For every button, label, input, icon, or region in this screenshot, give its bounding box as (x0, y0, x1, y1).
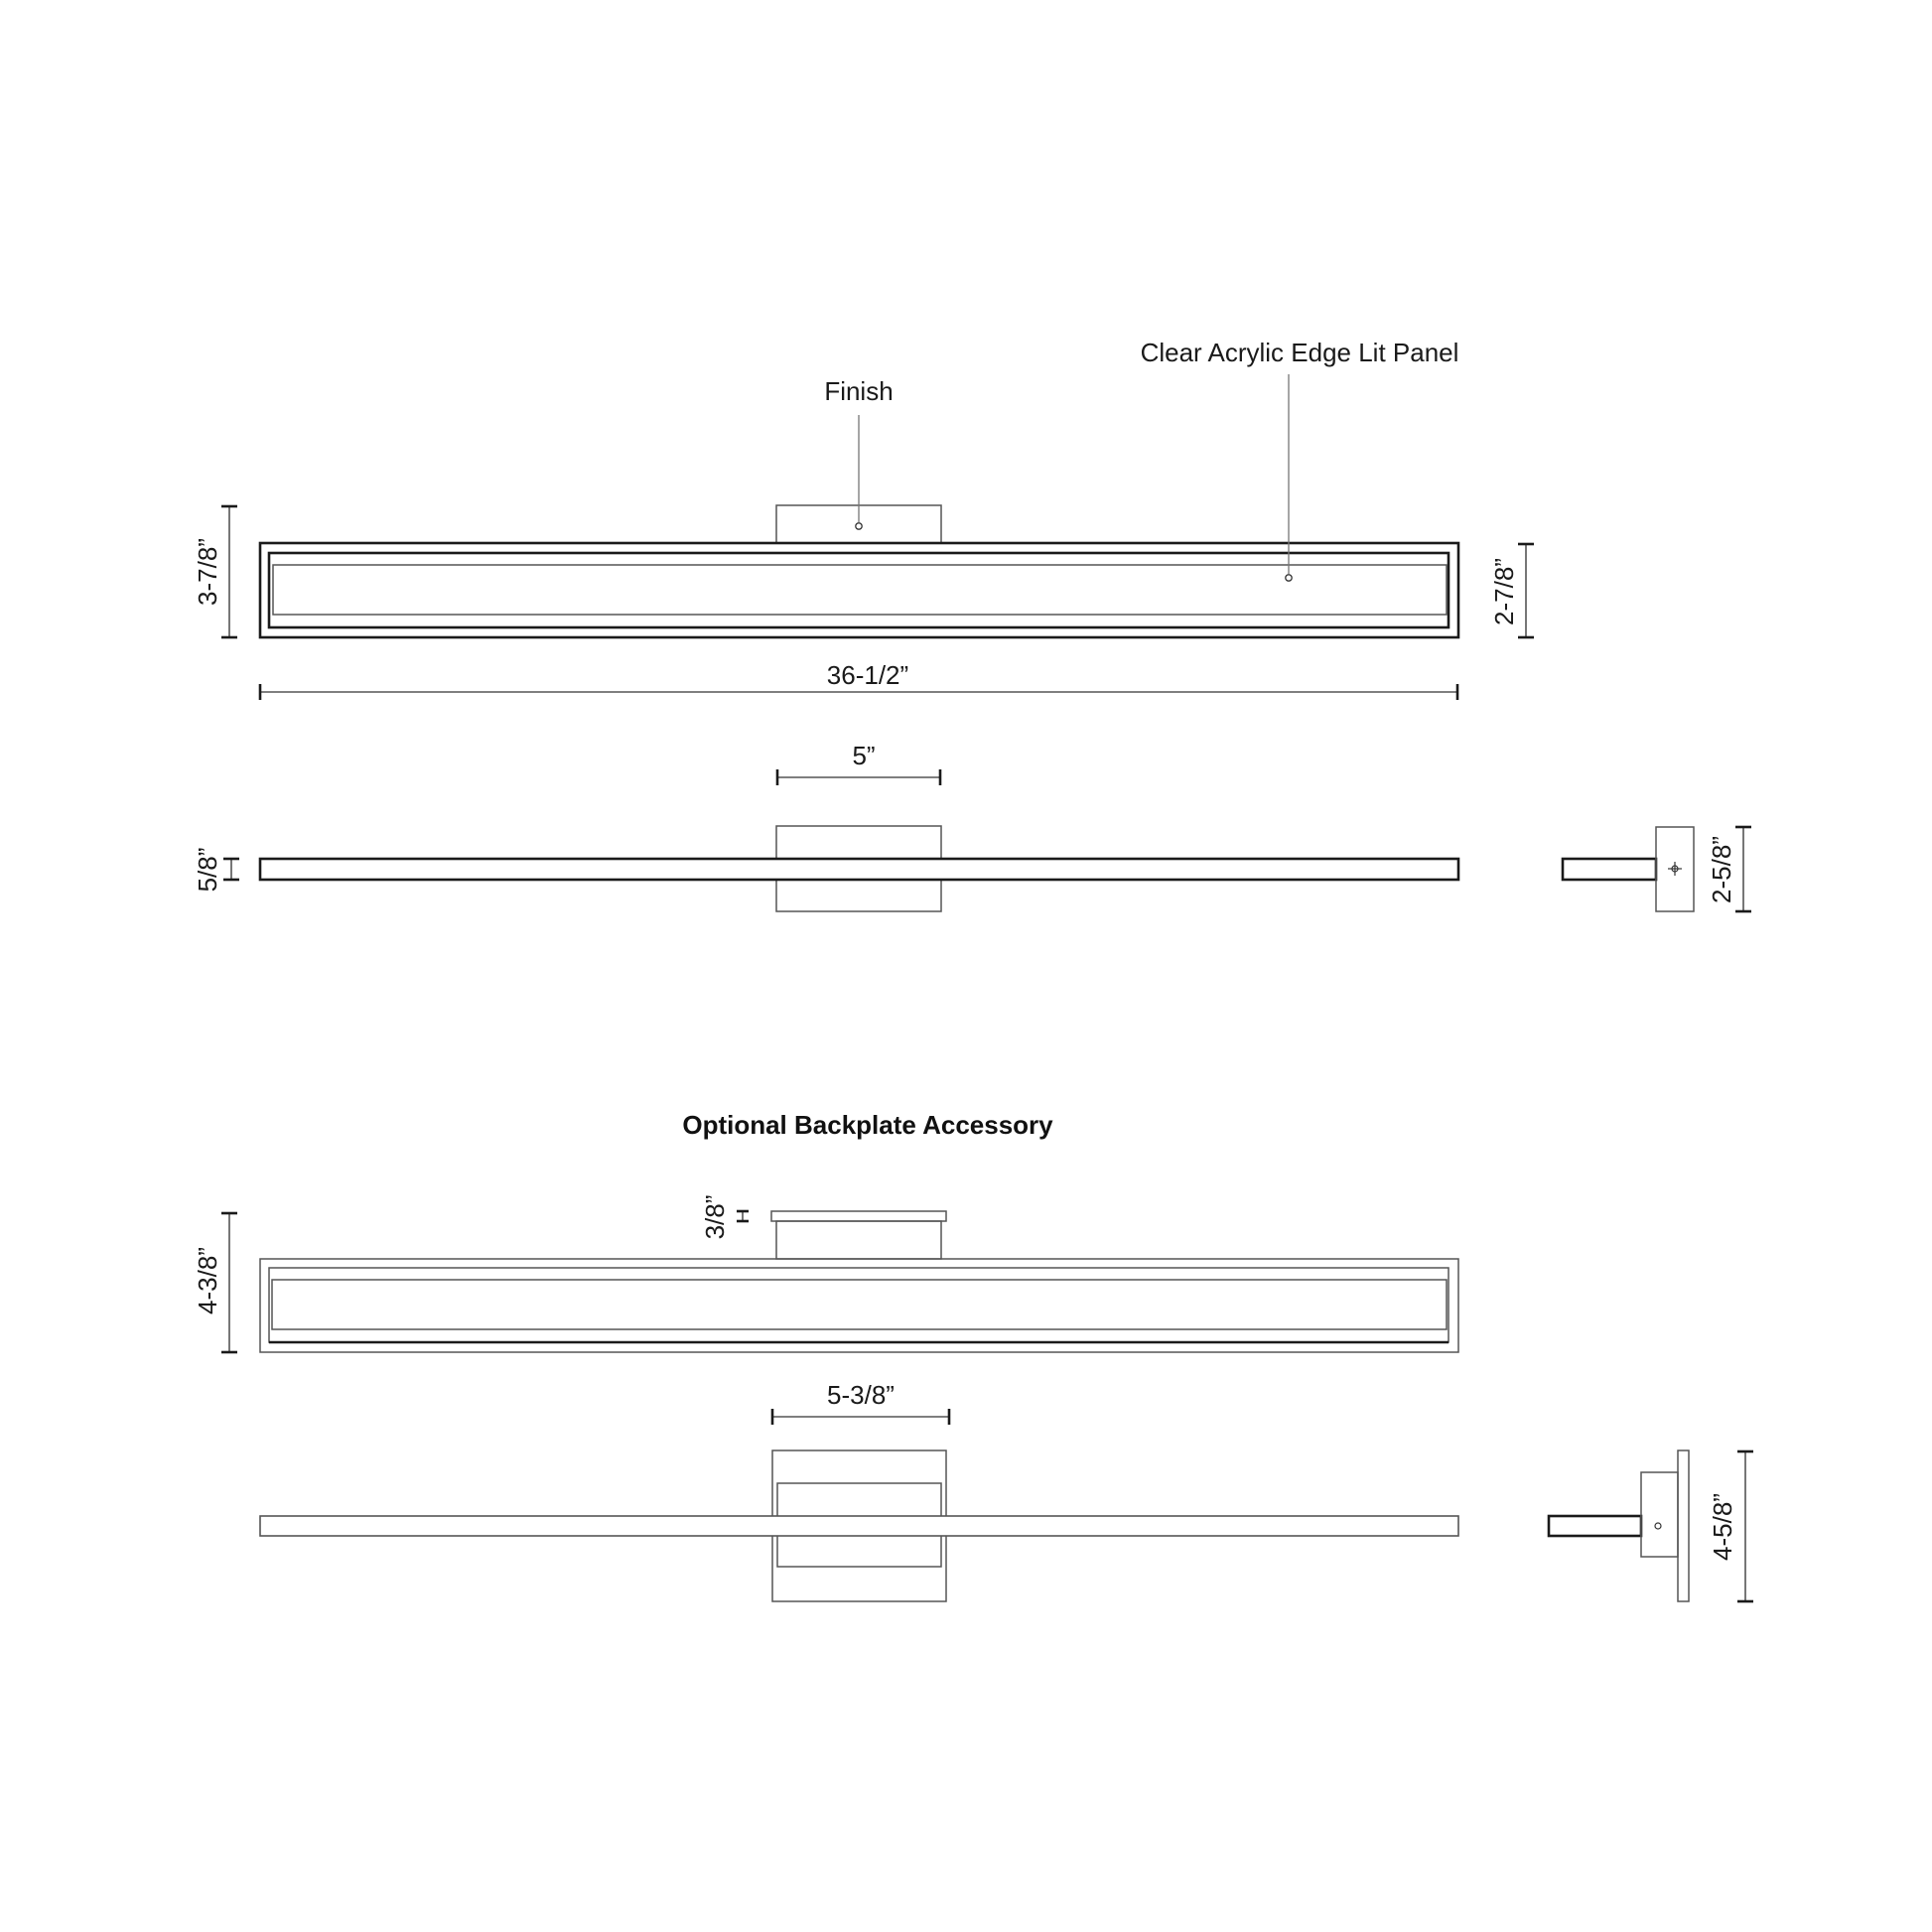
dim-backplate-width (770, 1409, 951, 1425)
backplate-section-title: Optional Backplate Accessory (682, 1110, 1053, 1140)
side-arm (1561, 857, 1658, 882)
profile-bar (258, 857, 1460, 882)
dim-overall-width-label: 36-1/2” (827, 660, 908, 690)
dim-front-height (221, 504, 237, 639)
dim-backplate-front-height (221, 1211, 237, 1354)
backplate-mount-point-icon (1654, 1522, 1662, 1530)
backplate-side-plate (1677, 1449, 1690, 1602)
dim-panel-height (1518, 542, 1534, 639)
dim-backplate-height (1737, 1449, 1753, 1603)
dim-backplate-width-label: 5-3/8” (827, 1380, 895, 1410)
backplate-canopy (775, 1220, 942, 1260)
acrylic-panel (272, 564, 1448, 616)
backplate-profile-view (259, 1449, 1459, 1602)
dim-panel-height-label: 2-7/8” (1489, 558, 1519, 625)
front-view (258, 374, 1460, 639)
acrylic-label: Clear Acrylic Edge Lit Panel (1141, 338, 1459, 367)
side-view (1561, 826, 1695, 912)
backplate-profile-bar (259, 1515, 1459, 1537)
backplate-side-arm (1547, 1514, 1643, 1538)
backplate-side-view (1547, 1449, 1690, 1602)
profile-view (258, 825, 1460, 912)
dim-profile-depth (223, 857, 239, 882)
backplate-front-view (259, 1210, 1459, 1353)
acrylic-point-icon (1285, 574, 1293, 582)
front-outer-frame (258, 541, 1460, 639)
dim-front-height-label: 3-7/8” (193, 538, 222, 606)
backplate-side-canopy (1640, 1471, 1679, 1558)
dim-profile-depth-label: 5/8” (193, 848, 222, 893)
backplate-outer-frame (259, 1258, 1459, 1353)
backplate-top-plate (770, 1210, 947, 1222)
dim-canopy-width (775, 769, 942, 785)
dim-backplate-front-height-label: 4-3/8” (193, 1247, 222, 1314)
dim-backplate-height-label: 4-5/8” (1708, 1493, 1737, 1561)
dim-canopy-height-label: 2-5/8” (1707, 836, 1736, 903)
dim-canopy-height (1735, 825, 1751, 913)
dim-backplate-thickness (737, 1209, 749, 1223)
front-inner-frame (267, 551, 1450, 629)
side-canopy (1655, 826, 1695, 912)
mount-point-icon (1668, 862, 1682, 876)
dim-overall-width (258, 684, 1459, 700)
backplate-acrylic (271, 1279, 1448, 1330)
dim-backplate-thickness-label: 3/8” (700, 1195, 730, 1240)
finish-point-icon (855, 522, 863, 530)
finish-label: Finish (824, 376, 893, 406)
dim-canopy-width-label: 5” (852, 741, 875, 770)
